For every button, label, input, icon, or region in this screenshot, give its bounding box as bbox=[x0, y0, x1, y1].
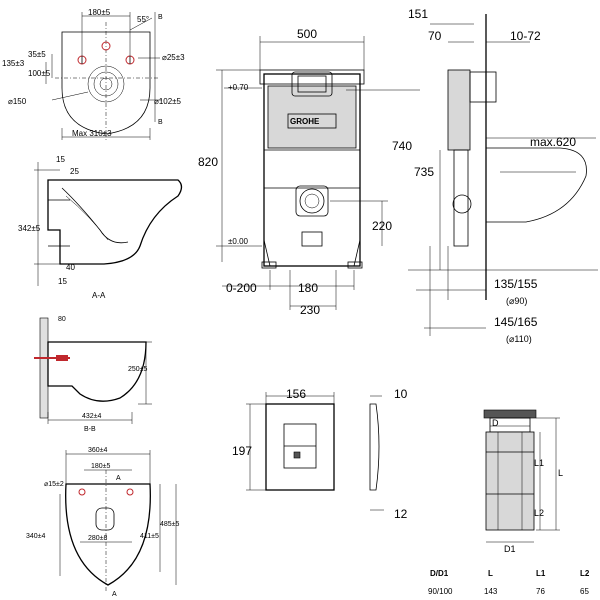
bottom-dim-15: ⌀15±2 bbox=[44, 481, 64, 488]
max-width-310: Max 310±3 bbox=[72, 129, 112, 138]
bottom-dim-180: 180±5 bbox=[91, 463, 111, 470]
wall-hatch bbox=[39, 317, 49, 419]
bowl-bottom-view: 360±4 180±5 A ⌀15±2 340±4 280±8 411±5 48… bbox=[26, 447, 180, 598]
profile-max-620: max.620 bbox=[530, 135, 576, 149]
pipe-label-l: L bbox=[558, 468, 563, 478]
plate-width-156: 156 bbox=[286, 387, 306, 401]
profile-dim-135-155: 135/155 bbox=[494, 277, 538, 291]
table-value-l: 143 bbox=[484, 587, 498, 596]
frame-height-735: 735 bbox=[414, 165, 434, 179]
installation-frame: GROHE 500 +0.70 820 740 735 22 bbox=[198, 27, 434, 317]
bottom-dim-280: 280±8 bbox=[88, 535, 108, 542]
profile-dim-145-165: 145/165 bbox=[494, 315, 538, 329]
profile-dim-90: (⌀90) bbox=[506, 296, 527, 306]
side-dim-15-top: 15 bbox=[56, 155, 65, 164]
frame-zero: ±0.00 bbox=[228, 237, 249, 246]
frame-brand-logo: GROHE bbox=[290, 117, 320, 126]
profile-dim-70: 70 bbox=[428, 29, 442, 43]
table-header-l1: L1 bbox=[536, 569, 546, 578]
table-header-l: L bbox=[488, 569, 493, 578]
section-mark-a-top: A bbox=[116, 475, 121, 482]
plate-height-197: 197 bbox=[232, 444, 252, 458]
pipe-label-l1: L1 bbox=[534, 458, 544, 468]
frame-dim-180: 180 bbox=[298, 281, 318, 295]
dim-35: 35±5 bbox=[28, 50, 46, 59]
pipe-connector: D L1 L2 L D1 D/D1 L L1 L2 90/100 143 76 … bbox=[428, 409, 590, 596]
section-label-a-a: A-A bbox=[92, 291, 106, 300]
section-label-b-b: B-B bbox=[84, 426, 96, 433]
section-mark-b-bottom: B bbox=[158, 119, 163, 126]
bowl-top-view: 180±5 55° B ⌀25±3 35±5 135±3 100±5 ⌀150 … bbox=[2, 8, 185, 140]
flush-button-mark bbox=[293, 451, 301, 459]
pipe-label-l2: L2 bbox=[534, 508, 544, 518]
frame-side-profile: 151 70 10-72 max.620 135/155 (⌀90) 145/1… bbox=[408, 7, 598, 344]
profile-dim-110: (⌀110) bbox=[506, 334, 532, 344]
pipe-spec-table: D/D1 L L1 L2 90/100 143 76 65 bbox=[428, 569, 590, 596]
table-header-d-d1: D/D1 bbox=[430, 569, 449, 578]
bb-dim-80: 80 bbox=[58, 316, 66, 323]
dia-150: ⌀150 bbox=[8, 97, 27, 106]
frame-width-500: 500 bbox=[297, 27, 317, 41]
dia-102: ⌀102±5 bbox=[154, 97, 182, 106]
side-dim-40: 40 bbox=[66, 263, 75, 272]
side-dim-25: 25 bbox=[70, 167, 79, 176]
bowl-section-a-a: 15 25 342±5 40 15 A-A bbox=[18, 155, 183, 300]
table-value-l2: 65 bbox=[580, 587, 589, 596]
frame-dim-0-200: 0-200 bbox=[226, 281, 257, 295]
plate-depth-12: 12 bbox=[394, 507, 408, 521]
top-width-180: 180±5 bbox=[88, 8, 111, 17]
profile-dim-151: 151 bbox=[408, 7, 428, 21]
profile-dim-10-72: 10-72 bbox=[510, 29, 541, 43]
bottom-dim-485: 485±5 bbox=[160, 521, 180, 528]
dim-100: 100±5 bbox=[28, 69, 51, 78]
pipe-label-d: D bbox=[492, 418, 499, 428]
hole-diameter-25: ⌀25±3 bbox=[162, 53, 185, 62]
section-mark-a-bottom: A bbox=[112, 591, 117, 598]
side-dim-15-bottom: 15 bbox=[58, 277, 67, 286]
bottom-dim-411: 411±5 bbox=[140, 533, 159, 540]
frame-dim-220: 220 bbox=[372, 219, 392, 233]
bb-dim-432: 432±4 bbox=[82, 413, 102, 420]
bb-dim-250: 250±5 bbox=[128, 366, 148, 373]
dim-135: 135±3 bbox=[2, 59, 25, 68]
section-mark-b-top: B bbox=[158, 14, 163, 21]
table-header-l2: L2 bbox=[580, 569, 590, 578]
pipe-label-d1: D1 bbox=[504, 544, 516, 554]
angle-55: 55° bbox=[137, 15, 149, 24]
side-dim-342: 342±5 bbox=[18, 224, 41, 233]
plate-depth-10: 10 bbox=[394, 387, 408, 401]
table-value-l1: 76 bbox=[536, 587, 545, 596]
flush-plate: 156 197 10 12 bbox=[232, 387, 408, 521]
fixing-bolt bbox=[56, 355, 68, 361]
table-value-d-d1: 90/100 bbox=[428, 587, 453, 596]
frame-height-820: 820 bbox=[198, 155, 218, 169]
bowl-section-b-b: 80 250±5 432±4 B-B bbox=[34, 316, 152, 433]
bottom-dim-340: 340±4 bbox=[26, 533, 46, 540]
frame-dim-230: 230 bbox=[300, 303, 320, 317]
bottom-dim-360: 360±4 bbox=[88, 447, 108, 454]
frame-top-plus: +0.70 bbox=[228, 83, 249, 92]
frame-height-740: 740 bbox=[392, 139, 412, 153]
